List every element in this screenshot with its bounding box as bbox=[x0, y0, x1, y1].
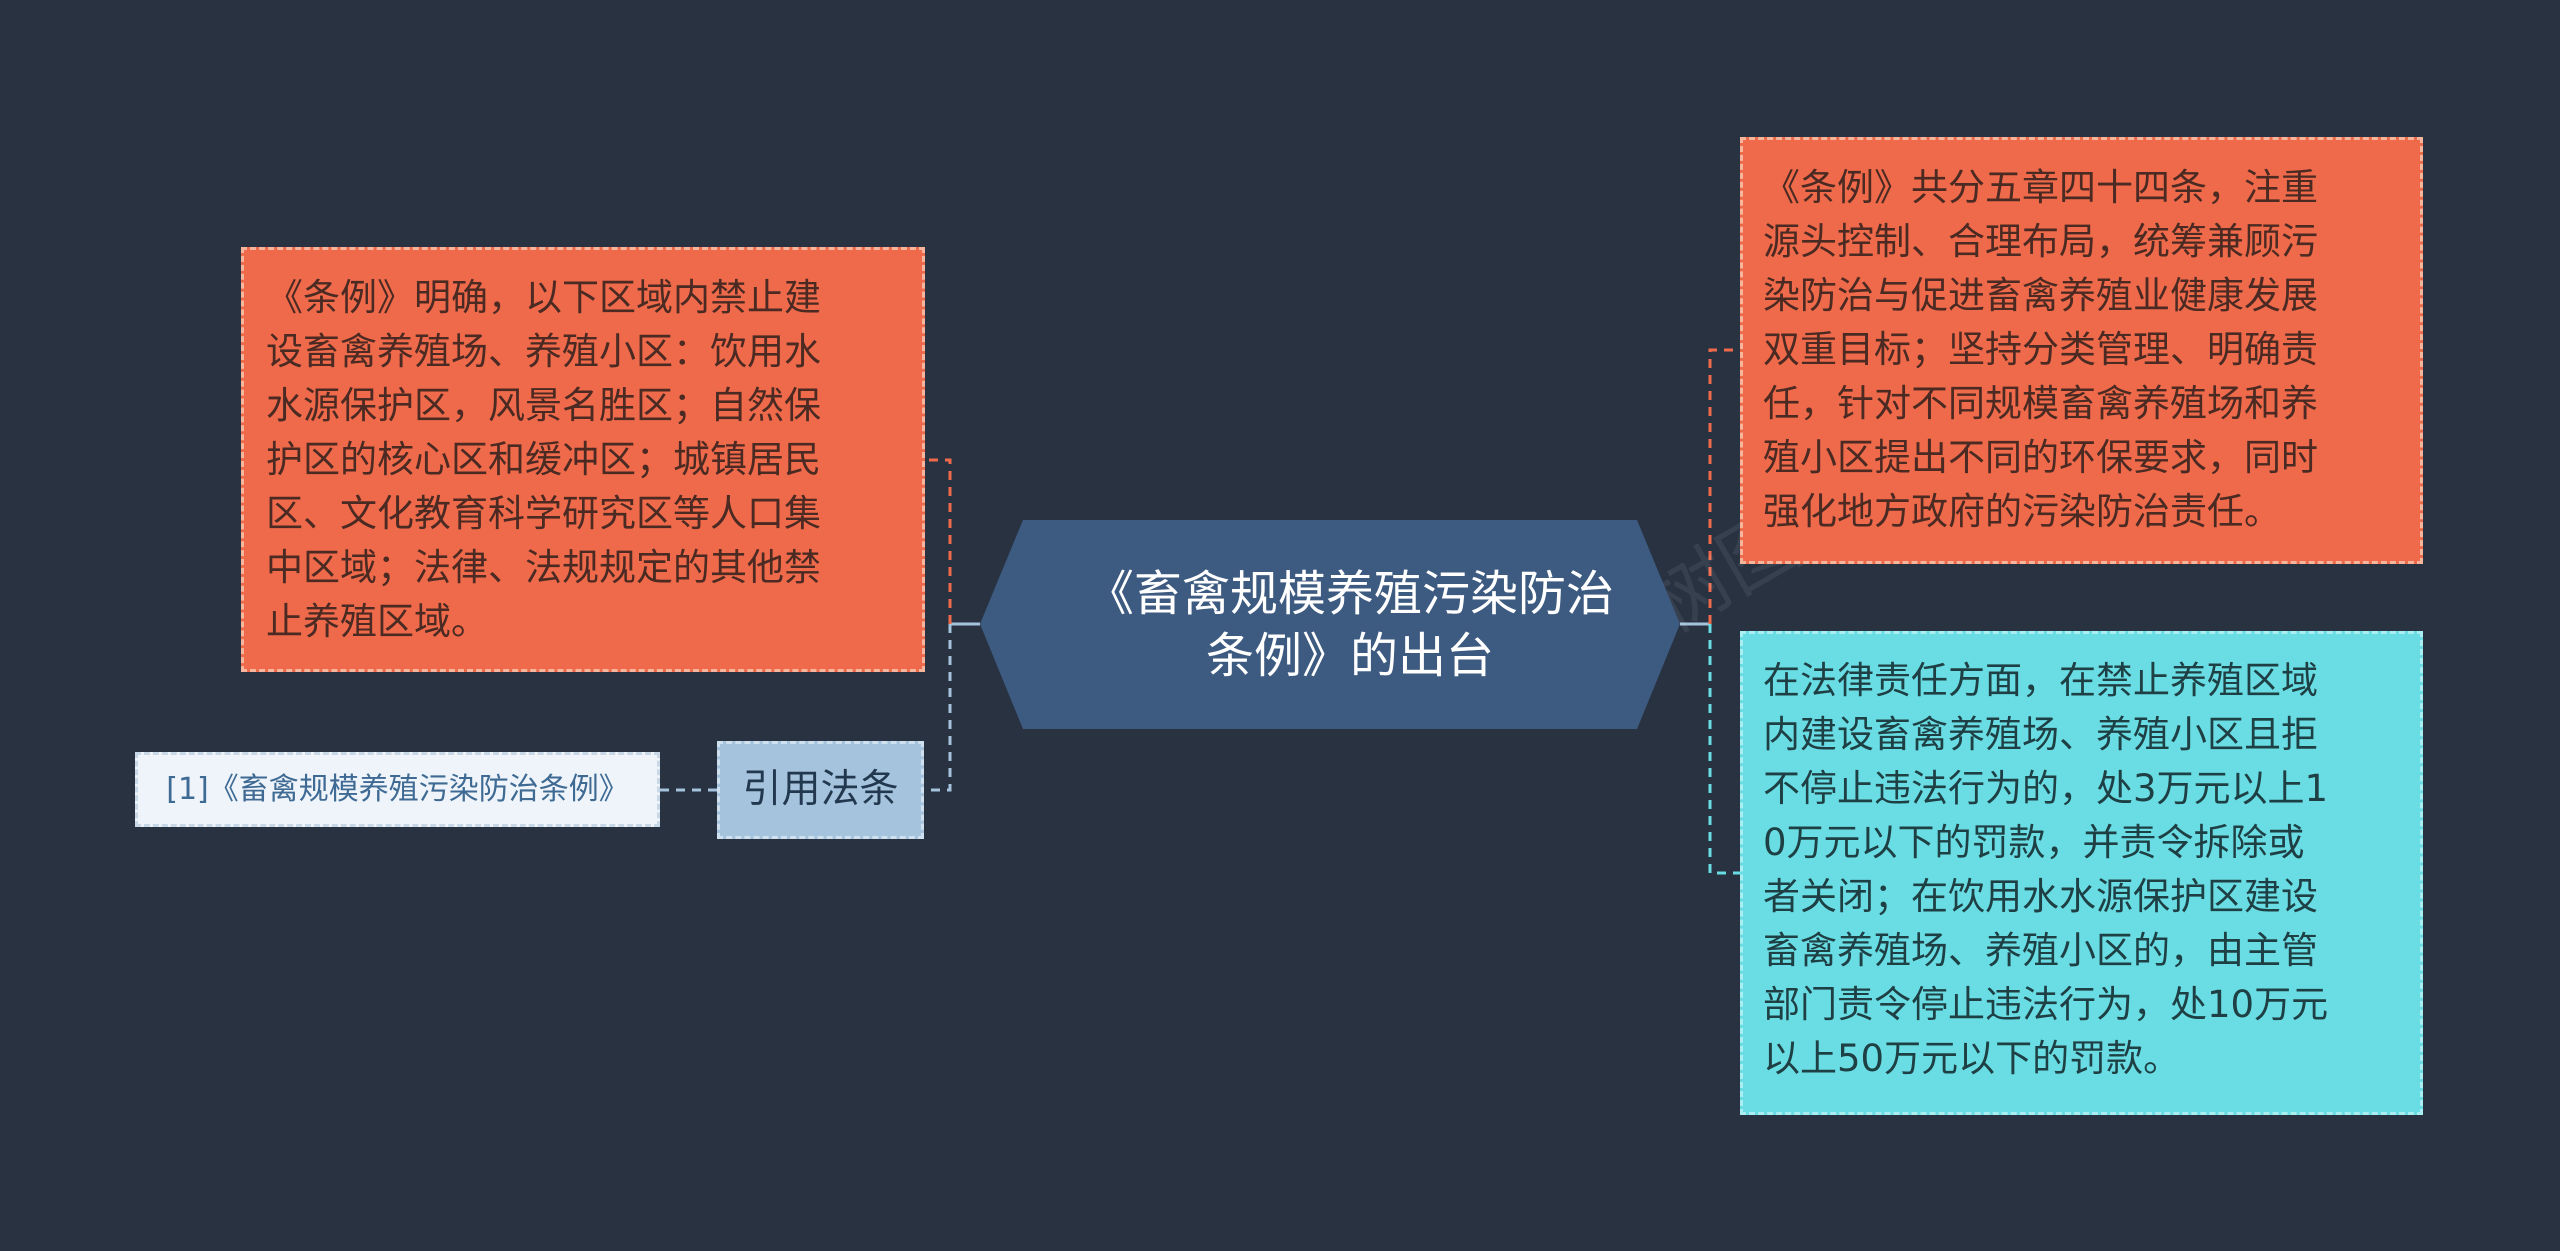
central-topic-shape bbox=[980, 520, 1680, 729]
node-left-top[interactable]: 《条例》明确，以下区域内禁止建 设畜禽养殖场、养殖小区：饮用水 水源保护区，风景… bbox=[241, 247, 925, 672]
node-citation-label[interactable]: 引用法条 bbox=[717, 741, 924, 839]
connector-left-top bbox=[925, 458, 952, 624]
central-topic-label: 《畜禽规模养殖污染防治 条例》的出台 bbox=[1085, 565, 1614, 684]
connector-left-citation bbox=[924, 624, 952, 792]
node-right-top[interactable]: 《条例》共分五章四十四条，注重 源头控制、合理布局，统筹兼顾污 染防治与促进畜禽… bbox=[1740, 137, 2423, 564]
central-topic[interactable]: 《畜禽规模养殖污染防治 条例》的出台 bbox=[980, 520, 1680, 729]
node-citation-item[interactable]: [1]《畜禽规模养殖污染防治条例》 bbox=[135, 752, 660, 827]
connector-right-top bbox=[1708, 348, 1740, 624]
connector-right-bottom bbox=[1708, 624, 1740, 875]
node-right-bottom[interactable]: 在法律责任方面，在禁止养殖区域 内建设畜禽养殖场、养殖小区且拒 不停止违法行为的… bbox=[1740, 631, 2423, 1115]
